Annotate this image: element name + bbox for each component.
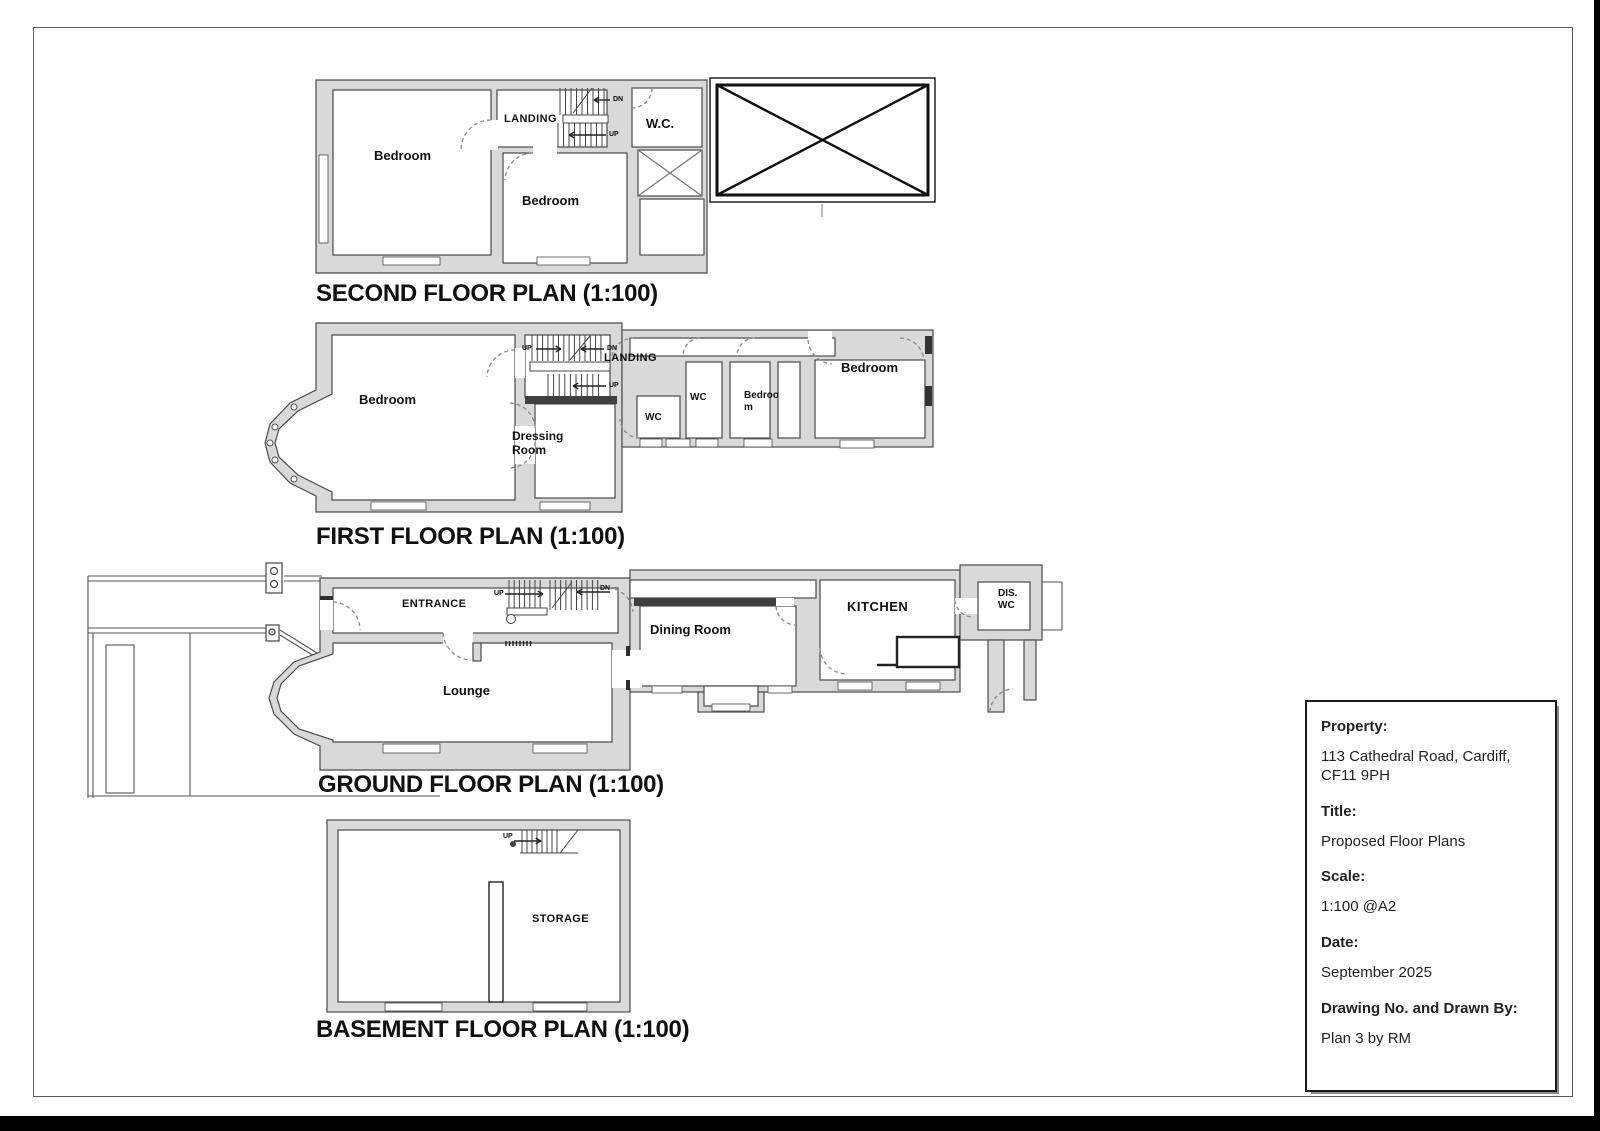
stair-up-label: UP: [503, 833, 513, 840]
ground-floor-title: GROUND FLOOR PLAN (1:100): [318, 771, 664, 798]
kitchen-unit: [895, 635, 961, 669]
threshold-hatch: [505, 641, 532, 646]
dis-wc-line2: WC: [998, 599, 1015, 611]
scale-value: 1:100 @A2: [1321, 898, 1397, 916]
room-label-dining-room: Dining Room: [650, 622, 731, 637]
second-floor-door-arcs: [460, 87, 653, 181]
title-block: Property: 113 Cathedral Road, Cardiff, C…: [1305, 700, 1557, 1092]
stair-up-label: UP: [494, 590, 504, 597]
scan-edge-right: [1594, 0, 1600, 1131]
scan-edge-bottom: [0, 1116, 1600, 1131]
property-value: 113 Cathedral Road, Cardiff, CF11 9PH: [1321, 748, 1511, 784]
room-label-landing: LANDING: [604, 352, 657, 364]
first-floor-title: FIRST FLOOR PLAN (1:100): [316, 523, 625, 550]
second-floor-title: SECOND FLOOR PLAN (1:100): [316, 280, 658, 307]
sheet-border: [33, 27, 1573, 1097]
title-value: Proposed Floor Plans: [1321, 832, 1466, 850]
ground-floor-door-arcs: [332, 587, 1014, 713]
title-label: Title:: [1321, 802, 1357, 820]
bedroom-small-line2: m: [744, 401, 753, 413]
stair-up-label: UP: [609, 131, 619, 138]
bedroom-small-line1: Bedroo: [744, 390, 779, 401]
room-label-dis-wc: DIS. WC: [998, 588, 1017, 611]
roof-void-box: [709, 77, 936, 217]
basement-title: BASEMENT FLOOR PLAN (1:100): [316, 1016, 690, 1043]
room-label-kitchen: KITCHEN: [847, 599, 909, 614]
room-label-bedroom: Bedroom: [374, 148, 432, 163]
second-floor-stairs: [557, 87, 609, 147]
stair-dn-label: DN: [613, 96, 624, 103]
stair-up-label: UP: [522, 345, 532, 352]
stair-direction-arrows: [505, 96, 610, 845]
date-value: September 2025: [1321, 964, 1432, 981]
bay-window-posts: [266, 403, 298, 483]
gate-posts: [265, 562, 283, 642]
scale-label: Scale:: [1321, 868, 1366, 886]
room-label-bedroom: Bedroom: [522, 193, 580, 208]
date-label: Date:: [1321, 934, 1359, 951]
dis-wc-line1: DIS.: [998, 588, 1018, 599]
room-label-landing: LANDING: [504, 113, 557, 125]
basement-partition-wall: [488, 881, 504, 1003]
void-cross: [637, 149, 703, 197]
site-boundary-lines: [87, 575, 440, 798]
room-label-bedroom: Bedroom: [841, 360, 899, 375]
drawing-no-label: Drawing No. and Drawn By:: [1321, 999, 1518, 1017]
first-floor-geometry: [264, 322, 934, 513]
basement-geometry: [326, 819, 631, 1013]
ground-floor-geometry: [87, 562, 1063, 798]
property-label: Property:: [1321, 718, 1388, 735]
room-label-entrance: ENTRANCE: [402, 598, 467, 610]
room-label-dressing-room: Dressing Room: [512, 429, 564, 457]
second-floor-geometry: [315, 79, 708, 274]
room-label-lounge: Lounge: [443, 683, 490, 698]
drawing-no-value: Plan 3 by RM: [1321, 1029, 1412, 1047]
stair-up-label: UP: [609, 382, 619, 389]
room-label-bedroom-small: Bedroo m: [744, 390, 779, 413]
room-label-wc: WC: [645, 412, 662, 423]
stair-dn-label: DN: [600, 585, 611, 592]
room-label-wc: W.C.: [646, 116, 675, 131]
first-floor-door-arcs: [486, 337, 925, 469]
room-label-bedroom: Bedroom: [359, 392, 417, 407]
room-label-wc: WC: [690, 392, 707, 403]
room-label-storage: STORAGE: [532, 913, 589, 925]
stair-dn-label: DN: [607, 345, 618, 352]
